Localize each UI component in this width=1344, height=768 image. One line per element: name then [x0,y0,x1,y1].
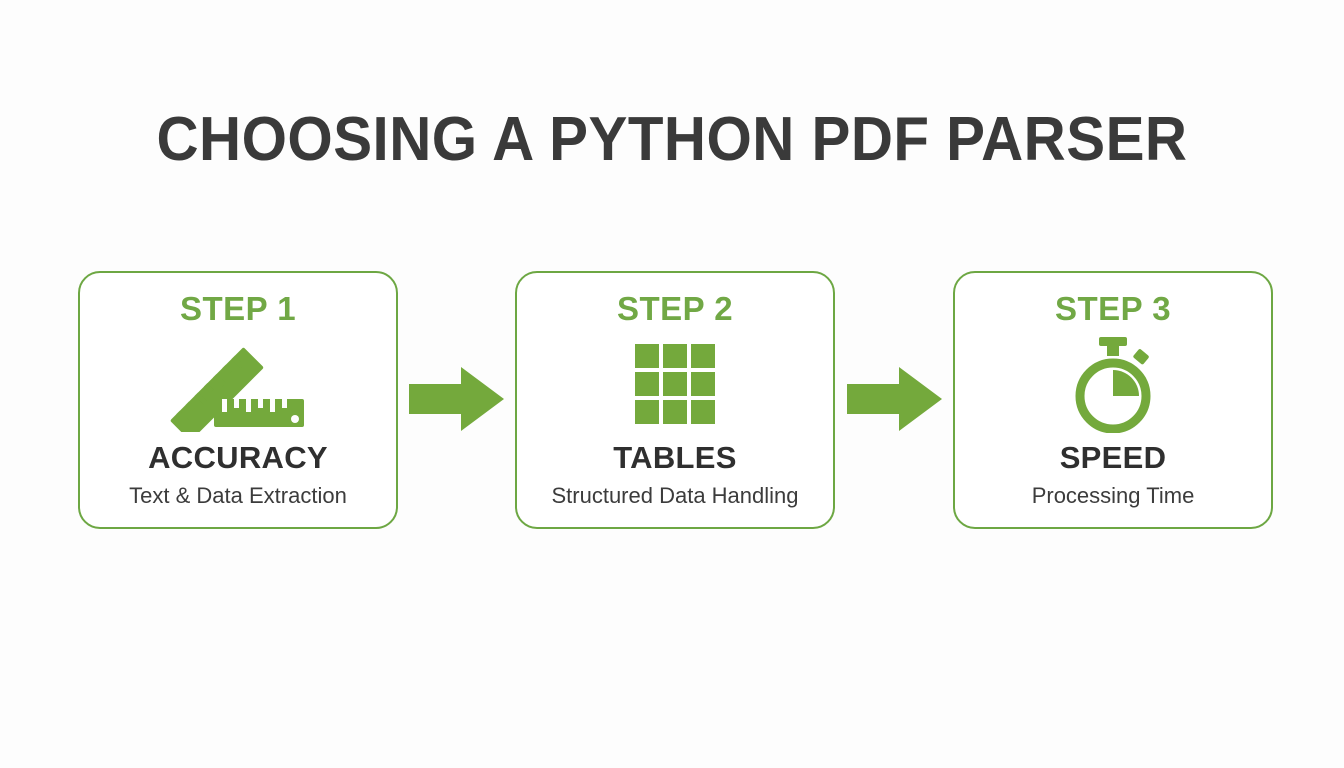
step-subtitle: Text & Data Extraction [129,483,347,508]
step-card-accuracy[interactable]: STEP 1 [78,271,398,529]
step-label: STEP 3 [1054,290,1172,327]
step-subtitle: Processing Time [1031,483,1195,508]
step-subtitle: Structured Data Handling [551,483,799,508]
step-icon-slot [955,335,1271,433]
step-title: SPEED [1059,440,1167,475]
steps-row: STEP 1 [78,271,1274,531]
arrow-right-icon [847,367,942,431]
grid-table-icon [635,344,715,424]
page-title: CHOOSING A PYTHON PDF PARSER [156,105,1188,174]
step-icon-slot [517,335,833,433]
stopwatch-icon [1065,335,1161,433]
step-label: STEP 1 [179,290,297,327]
ruler-icon [170,336,306,432]
step-label: STEP 2 [616,290,734,327]
arrow-right-icon [409,367,504,431]
step-title: TABLES [613,440,737,475]
step-icon-slot [80,335,396,433]
step-card-speed[interactable]: STEP 3 [953,271,1273,529]
step-title: ACCURACY [148,440,328,475]
step-card-tables[interactable]: STEP 2 [515,271,835,529]
